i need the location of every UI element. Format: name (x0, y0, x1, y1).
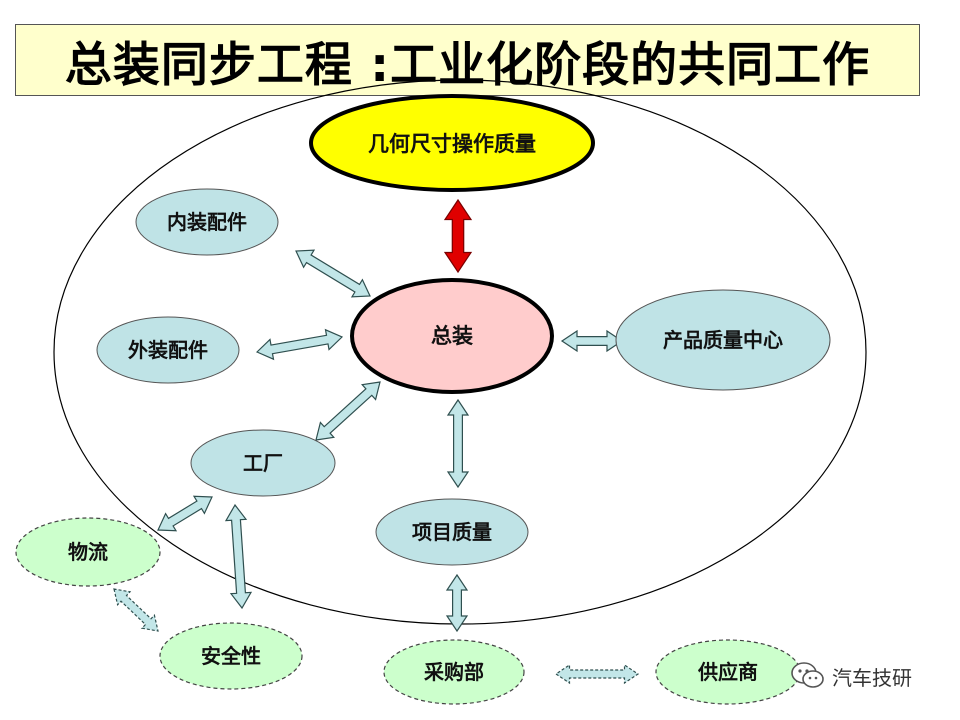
node-safety-label: 安全性 (201, 644, 261, 668)
node-project-quality-label: 项目质量 (412, 520, 492, 544)
node-exterior-parts: 外装配件 (96, 316, 240, 384)
node-geometry-quality-label: 几何尺寸操作质量 (368, 131, 536, 156)
node-factory-label: 工厂 (243, 451, 283, 475)
arrow-logistics-safety (113, 588, 159, 632)
node-quality-center: 产品质量中心 (615, 289, 831, 391)
node-safety: 安全性 (159, 622, 303, 690)
arrow-factory-safety (224, 503, 253, 610)
arrow-purchasing-supplier (554, 663, 640, 685)
node-assembly-label: 总装 (431, 323, 473, 348)
arrow-project-quality-purchasing (445, 573, 469, 633)
node-logistics-label: 物流 (68, 540, 108, 564)
node-logistics: 物流 (15, 517, 161, 587)
node-supplier: 供应商 (655, 639, 801, 705)
node-assembly: 总装 (350, 278, 554, 394)
arrow-interior-assembly (295, 249, 371, 298)
arrow-factory-assembly (315, 381, 381, 441)
arrow-quality-center-assembly (560, 329, 624, 353)
node-supplier-label: 供应商 (697, 660, 758, 684)
arrow-factory-logistics (157, 495, 213, 532)
watermark: 汽车技研 (790, 660, 912, 692)
node-purchasing: 采购部 (383, 639, 525, 705)
node-project-quality: 项目质量 (375, 498, 529, 566)
arrow-exterior-assembly (255, 328, 344, 361)
page-title: 总装同步工程 :工业化阶段的共同工作 (15, 24, 920, 96)
node-purchasing-label: 采购部 (424, 660, 484, 684)
node-exterior-parts-label: 外装配件 (128, 338, 208, 362)
watermark-label: 汽车技研 (832, 665, 912, 690)
node-quality-center-label: 产品质量中心 (663, 328, 783, 352)
node-factory: 工厂 (190, 429, 336, 497)
arrow-geometry-assembly (443, 198, 473, 274)
node-interior-parts-label: 内装配件 (167, 210, 247, 234)
node-interior-parts: 内装配件 (135, 188, 279, 256)
node-geometry-quality: 几何尺寸操作质量 (309, 94, 595, 192)
chat-bubble-icon (791, 662, 824, 688)
arrow-assembly-project-quality (446, 398, 470, 489)
